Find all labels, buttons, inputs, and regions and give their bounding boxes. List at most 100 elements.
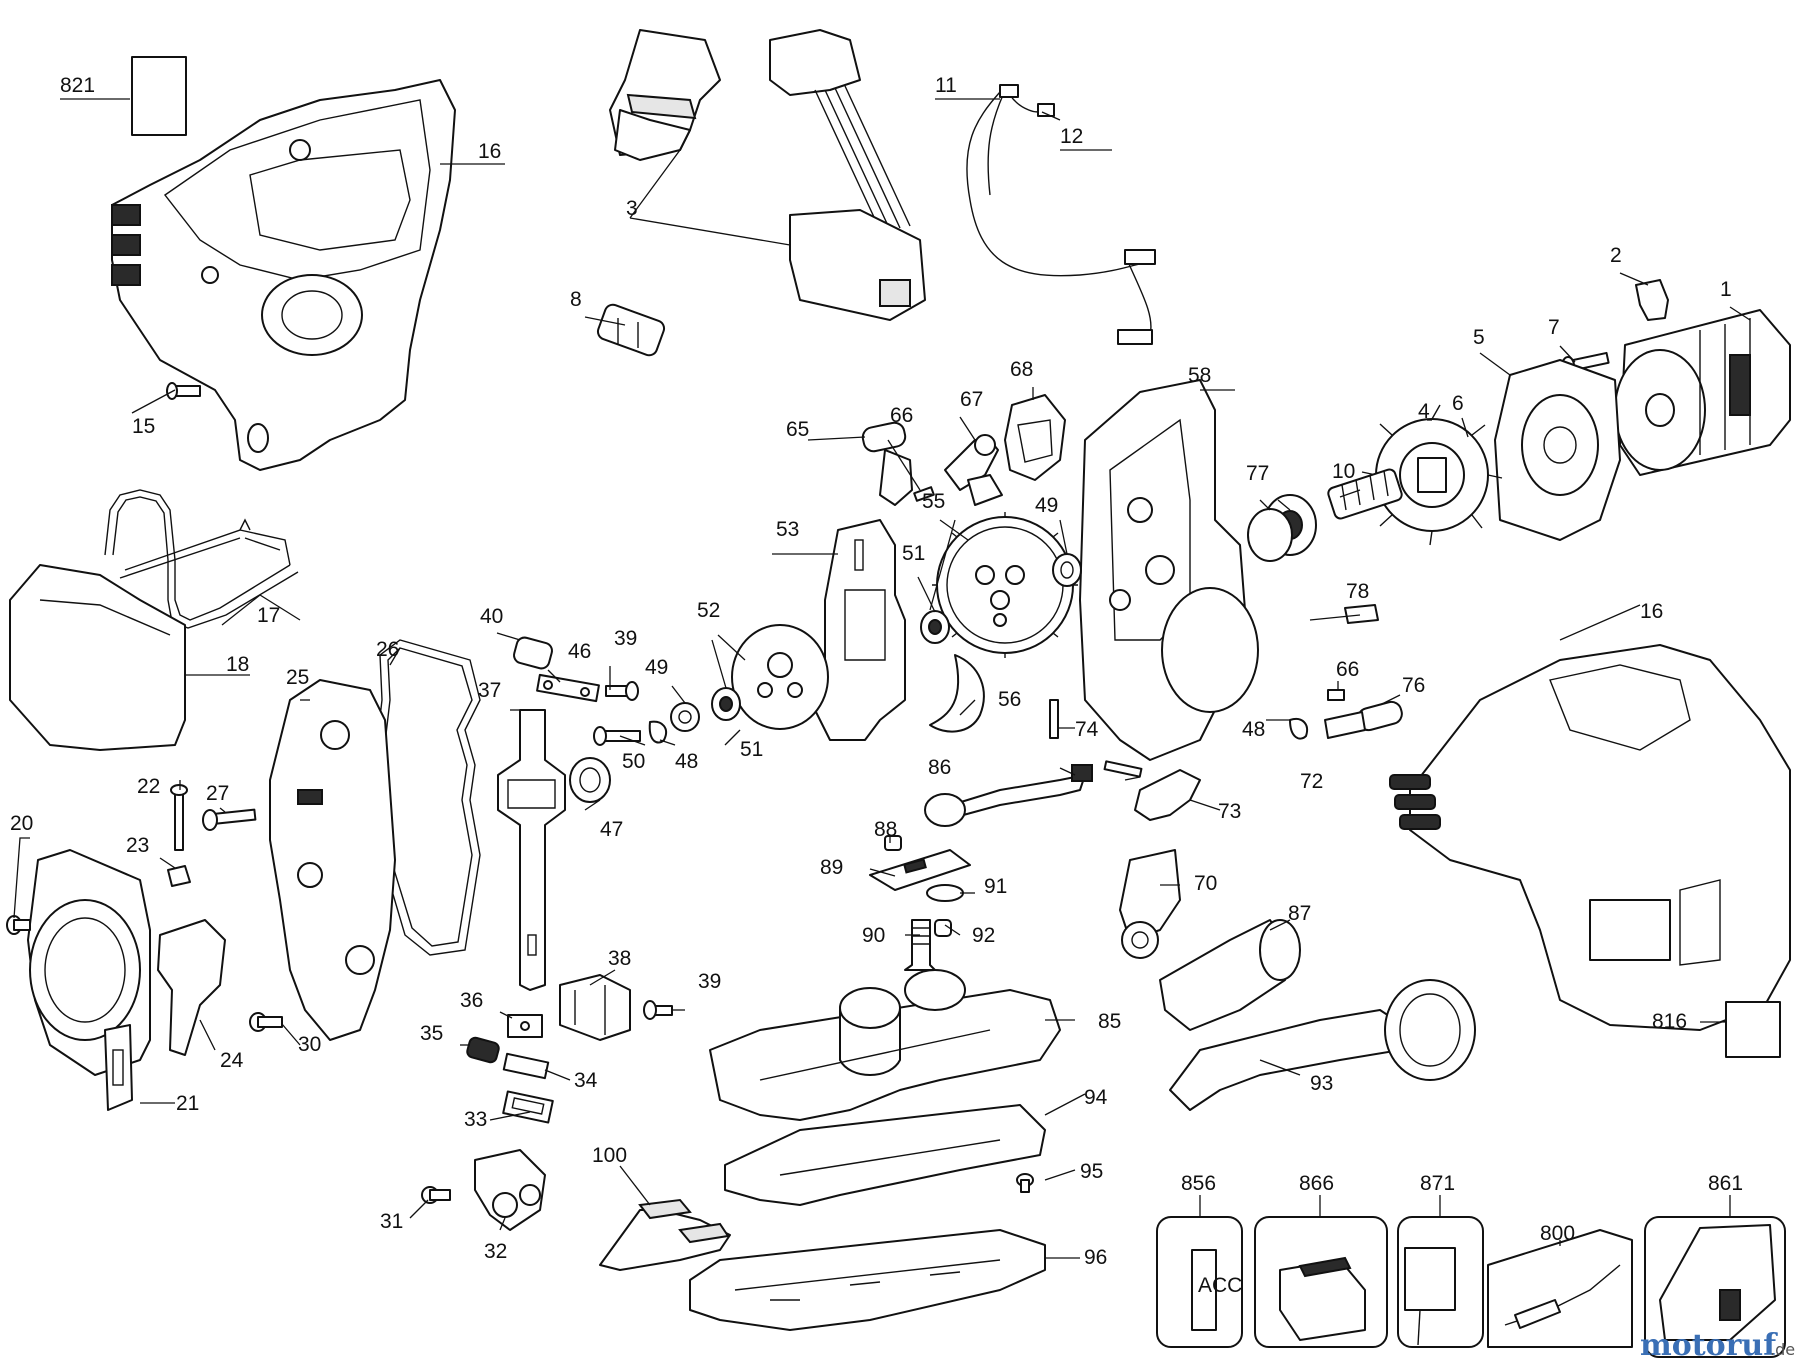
cam-plate-52 <box>731 624 829 730</box>
fan-4 <box>1361 404 1503 546</box>
callout-866: 866 <box>1299 1172 1334 1195</box>
callout-36: 36 <box>460 989 483 1012</box>
screw-31 <box>421 1186 451 1204</box>
washer-91 <box>926 884 964 902</box>
shaft-67 <box>944 434 1003 506</box>
wire-harness <box>966 84 1156 345</box>
callout-48-mid: 48 <box>675 750 698 773</box>
callout-35: 35 <box>420 1022 443 1045</box>
wire-guard-17 <box>104 489 299 629</box>
callout-40: 40 <box>480 605 503 628</box>
pin-88 <box>884 835 902 851</box>
callout-88: 88 <box>874 818 897 841</box>
bushing-51-lower <box>711 687 741 721</box>
roller-70 <box>1119 849 1181 959</box>
callout-16-top: 16 <box>478 140 501 163</box>
callout-78: 78 <box>1346 580 1369 603</box>
base-96 <box>689 1229 1046 1331</box>
callout-24: 24 <box>220 1049 244 1072</box>
pin-74 <box>1049 699 1059 739</box>
accessory-856-text: ACC <box>1198 1274 1242 1297</box>
callout-16-right: 16 <box>1640 600 1663 623</box>
callout-72: 72 <box>1300 770 1323 793</box>
base-frame-85 <box>709 969 1061 1121</box>
callout-15: 15 <box>132 415 155 438</box>
screw-95 <box>1016 1173 1034 1193</box>
gear-housing-25 <box>269 679 396 1041</box>
pin-22 <box>170 784 188 851</box>
callout-74: 74 <box>1075 718 1099 741</box>
callout-labels: 821 16 3 11 12 8 2 1 7 5 15 58 68 67 66 … <box>10 74 1743 1269</box>
screw-27 <box>202 808 257 831</box>
callout-76: 76 <box>1402 674 1425 697</box>
pinion-10 <box>1327 468 1403 520</box>
housing-right-half <box>1389 644 1791 1031</box>
washer-49-mid <box>670 702 700 732</box>
callout-39-lower: 39 <box>698 970 721 993</box>
callout-53: 53 <box>776 518 799 541</box>
callout-871: 871 <box>1420 1172 1455 1195</box>
switch-assembly <box>609 29 926 321</box>
plate-53 <box>814 519 906 741</box>
accessory-800-box <box>1487 1229 1633 1348</box>
accessory-861-box <box>1644 1216 1786 1358</box>
blade-holder-24 <box>157 919 226 1056</box>
callout-58: 58 <box>1188 364 1211 387</box>
callout-86: 86 <box>928 756 951 779</box>
clip-23 <box>167 865 191 887</box>
callout-2: 2 <box>1610 244 1622 267</box>
gear-case-58 <box>1079 379 1259 761</box>
callout-87: 87 <box>1288 902 1311 925</box>
callout-6: 6 <box>1452 392 1464 415</box>
lever-65 <box>861 421 913 506</box>
callout-18: 18 <box>226 653 249 676</box>
callout-55: 55 <box>922 490 945 513</box>
screw-39-upper <box>605 681 639 701</box>
screw-50 <box>593 726 641 746</box>
dust-port-93 <box>1169 979 1476 1111</box>
callout-21: 21 <box>176 1092 199 1115</box>
callout-39-upper: 39 <box>614 627 637 650</box>
shoe-cover-100 <box>599 1198 731 1271</box>
callout-4: 4 <box>1418 400 1430 423</box>
callout-49-upper: 49 <box>1035 494 1058 517</box>
clip-48-mid <box>648 720 668 744</box>
callout-20: 20 <box>10 812 33 835</box>
blade-clamp-38 <box>559 974 631 1041</box>
callout-26: 26 <box>376 638 399 661</box>
callout-38: 38 <box>608 947 631 970</box>
shroud-20 <box>27 849 151 1076</box>
washer-49-upper <box>1052 553 1082 587</box>
blade-guide-21 <box>104 1024 133 1111</box>
motor-bracket-5 <box>1494 359 1621 541</box>
callout-33: 33 <box>464 1108 487 1131</box>
plate-33 <box>502 1090 554 1124</box>
callout-77: 77 <box>1246 462 1269 485</box>
plate-34 <box>502 1052 550 1080</box>
clip-48-lower <box>1289 718 1308 740</box>
accessory-866-box <box>1254 1216 1388 1348</box>
callout-50: 50 <box>622 750 645 773</box>
bushing-40 <box>513 636 553 670</box>
callout-66-lower: 66 <box>1336 658 1359 681</box>
callout-90: 90 <box>862 924 885 947</box>
callout-32: 32 <box>484 1240 507 1263</box>
pin-66-upper <box>913 486 935 502</box>
watermark-brand: motoruf <box>1640 1328 1778 1363</box>
brush-holder-8 <box>596 303 666 357</box>
callout-27: 27 <box>206 782 229 805</box>
callout-31: 31 <box>380 1210 403 1233</box>
callout-46: 46 <box>568 640 591 663</box>
bolt-90 <box>904 919 936 971</box>
callout-10: 10 <box>1332 460 1355 483</box>
bracket-46 <box>536 673 600 703</box>
callout-70: 70 <box>1194 872 1217 895</box>
watermark-text: motoruf <box>1640 1328 1778 1363</box>
callout-22: 22 <box>137 775 160 798</box>
bearing-47 <box>569 757 611 803</box>
pin-66-lower <box>1327 689 1345 701</box>
cam-56 <box>929 654 985 733</box>
spring-35 <box>466 1036 500 1064</box>
callout-3: 3 <box>626 197 638 220</box>
